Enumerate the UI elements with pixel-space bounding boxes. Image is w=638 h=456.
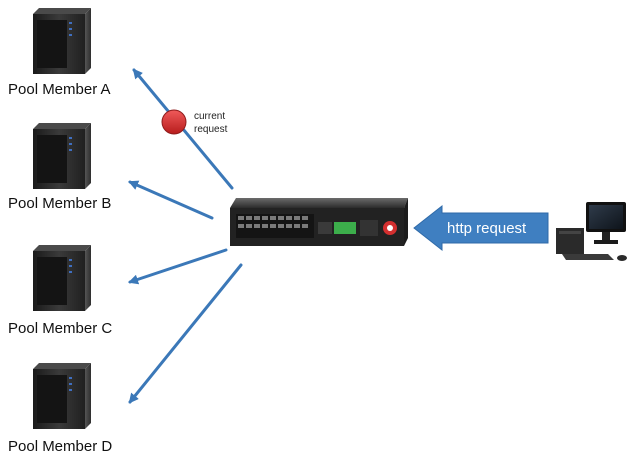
arrow-to-member-b <box>128 180 214 220</box>
pool-member-b: Pool Member B <box>8 123 111 212</box>
arrow-to-member-c <box>128 248 228 285</box>
current-request-label-line1: current <box>194 111 225 122</box>
pool-member-d-label: Pool Member D <box>8 438 112 455</box>
pool-member-a: Pool Member A <box>8 8 111 98</box>
arrow-to-member-d <box>128 263 243 404</box>
pool-member-b-label: Pool Member B <box>8 195 111 212</box>
current-request-marker: current request <box>161 109 228 135</box>
http-request-arrow: http request <box>413 204 549 252</box>
server-tower-icon <box>33 245 91 311</box>
load-balancer-appliance-icon <box>230 198 408 246</box>
pool-member-c-label: Pool Member C <box>8 320 112 337</box>
current-request-label-line2: request <box>194 124 228 135</box>
current-request-dot <box>161 109 187 135</box>
server-tower-icon <box>33 8 91 74</box>
pool-member-d: Pool Member D <box>8 363 112 455</box>
pool-member-a-label: Pool Member A <box>8 81 111 98</box>
server-tower-icon <box>33 363 91 429</box>
desktop-computer-icon <box>556 202 627 261</box>
pool-member-c: Pool Member C <box>8 245 112 337</box>
server-tower-icon <box>33 123 91 189</box>
http-request-label: http request <box>447 220 527 237</box>
